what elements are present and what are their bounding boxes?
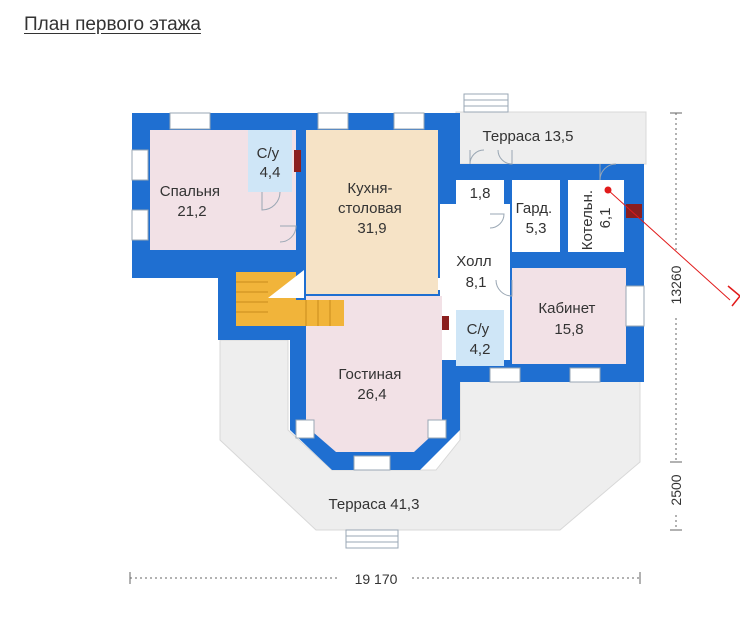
label-boiler: Котельн. 6,1 xyxy=(579,186,614,251)
room-boiler xyxy=(568,180,624,252)
label-wardrobe: Гард. 5,3 xyxy=(516,200,557,237)
label-living: Гостиная 26,4 xyxy=(338,366,405,403)
pointer-arrow-icon xyxy=(727,285,740,307)
stairs xyxy=(236,270,344,326)
label-terrace-bottom: Терраса 41,3 xyxy=(329,496,420,513)
dimension-height-terrace: 2500 xyxy=(668,474,684,505)
room-living xyxy=(306,296,442,452)
vent-bath-1-icon xyxy=(294,150,301,172)
dimension-width: 19 170 xyxy=(355,571,398,587)
label-bedroom: Спальня 21,2 xyxy=(160,183,224,220)
dimension-ticks xyxy=(129,112,682,584)
terrace-top xyxy=(455,111,647,165)
room-wardrobe xyxy=(512,180,560,252)
label-bath-1: С/у 4,4 xyxy=(257,145,284,181)
windows xyxy=(131,112,645,471)
dimension-lines xyxy=(130,113,677,579)
label-bath-2: С/у 4,2 xyxy=(467,321,494,358)
room-small xyxy=(456,180,504,204)
steps-bottom xyxy=(345,529,399,549)
room-study xyxy=(512,268,626,364)
label-small-room: 1,8 xyxy=(470,185,491,202)
doors xyxy=(261,149,617,297)
page-title: План первого этажа xyxy=(24,14,201,35)
vent-boiler-icon xyxy=(626,204,642,218)
label-kitchen: Кухня- столовая 31,9 xyxy=(338,180,406,237)
steps-top xyxy=(463,93,509,113)
pointer-line xyxy=(607,189,731,301)
dimension-height-main: 13260 xyxy=(668,265,684,304)
room-bath-1 xyxy=(248,130,292,192)
label-hall: Холл 8,1 xyxy=(456,253,496,291)
vent-bath-2-icon xyxy=(442,316,449,330)
room-kitchen xyxy=(306,130,438,294)
room-bath-2 xyxy=(456,310,504,366)
label-terrace-top: Терраса 13,5 xyxy=(483,128,574,145)
label-study: Кабинет 15,8 xyxy=(538,300,599,338)
